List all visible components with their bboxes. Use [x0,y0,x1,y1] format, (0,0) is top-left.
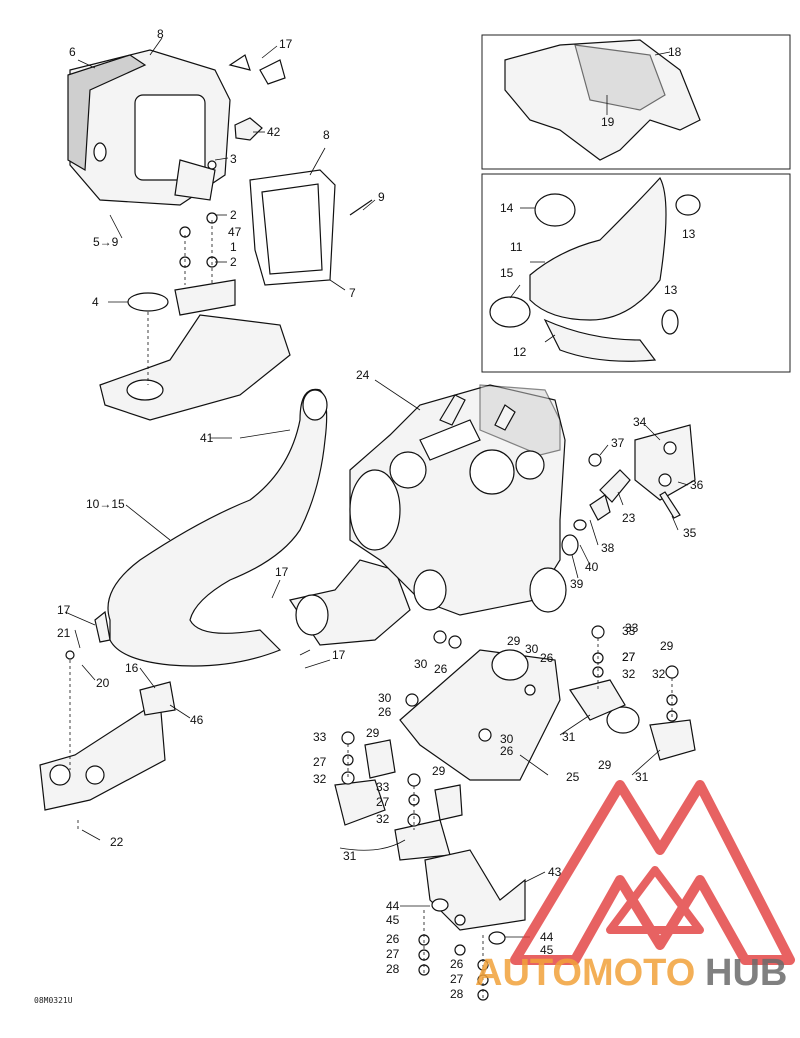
watermark-text: AUTOMOTO HUB [475,952,787,994]
callout-26: 26 [500,744,514,758]
callout-17: 17 [279,37,293,51]
inset-panel-lower [481,173,791,373]
callout-36: 36 [690,478,704,492]
callout-17: 17 [332,648,346,662]
callout-44: 44 [386,899,400,913]
watermark-logo [510,780,795,965]
callout-8: 8 [323,128,330,142]
callout-33: 33 [622,624,636,638]
callout-25: 25 [566,770,580,784]
callout-labels: 6 8 17 42 3 2 47 1 2 8 9 7 5→9 4 18 19 1… [57,27,704,1001]
callout-3: 3 [230,152,237,166]
callout-32: 32 [376,812,390,826]
callout-20: 20 [96,676,110,690]
callout-31: 31 [562,730,576,744]
side-bracket-assembly [561,424,696,556]
callout-16: 16 [125,661,139,675]
callout-30: 30 [414,657,428,671]
callout-30: 30 [525,642,539,656]
callout-44: 44 [540,930,554,944]
callout-33: 33 [376,780,390,794]
callout-13: 13 [664,283,678,297]
callout-32: 32 [652,667,666,681]
callout-28: 28 [450,987,464,1001]
callout-10-to-15: 10→15 [86,497,125,511]
callout-13: 13 [682,227,696,241]
callout-30: 30 [378,691,392,705]
callout-23: 23 [622,511,636,525]
callout-11: 11 [510,240,523,254]
callout-35: 35 [683,526,697,540]
callout-33: 33 [625,621,639,635]
leader-lines [64,37,689,938]
inset-panel-upper [481,34,791,170]
callout-27: 27 [622,650,636,664]
callout-19: 19 [601,115,615,129]
callout-8: 8 [157,27,164,41]
callout-7: 7 [349,286,356,300]
callout-32: 32 [313,772,327,786]
callout-45: 45 [386,913,400,927]
callout-37: 37 [611,436,625,450]
callout-27: 27 [450,972,464,986]
exhaust-support-bracket [39,610,176,830]
callout-34: 34 [633,415,647,429]
callout-5-to-9: 5→9 [93,235,119,249]
callout-29: 29 [507,634,521,648]
callout-22: 22 [110,835,124,849]
callout-26: 26 [540,651,554,665]
callout-6: 6 [69,45,76,59]
callout-27: 27 [386,947,400,961]
watermark-brand-part1: AUTOMOTO [475,952,695,994]
callout-40: 40 [585,560,599,574]
callout-47: 47 [228,225,242,239]
callout-30: 30 [500,732,514,746]
callout-28: 28 [386,962,400,976]
callout-27: 27 [622,650,636,664]
callout-46: 46 [190,713,204,727]
callout-31: 31 [343,849,357,863]
callout-29: 29 [598,758,612,772]
callout-29: 29 [366,726,380,740]
callout-38: 38 [601,541,615,555]
callout-24: 24 [356,368,370,382]
callout-41: 41 [200,431,214,445]
callout-9: 9 [378,190,385,204]
callout-2: 2 [230,255,237,269]
callout-29: 29 [660,639,674,653]
callout-45: 45 [540,943,554,957]
callout-27: 27 [313,755,327,769]
callout-21: 21 [57,626,71,640]
callout-2: 2 [230,208,237,222]
engine-mount-assembly [334,625,696,1001]
callout-1: 1 [230,240,237,254]
callout-17: 17 [275,565,289,579]
callout-26: 26 [434,662,448,676]
callout-15: 15 [500,266,514,280]
callout-17: 17 [57,603,71,617]
exhaust-pipe [107,388,411,667]
callout-42: 42 [267,125,281,139]
callout-39: 39 [570,577,584,591]
callout-26: 26 [386,932,400,946]
callout-26: 26 [378,705,392,719]
callout-43: 43 [548,865,562,879]
air-silencer-assembly [67,49,373,421]
callout-26: 26 [450,957,464,971]
callout-4: 4 [92,295,99,309]
callout-12: 12 [513,345,527,359]
callout-29: 29 [432,764,446,778]
callout-33: 33 [313,730,327,744]
engine-block [349,384,567,616]
callout-18: 18 [668,45,682,59]
callout-31: 31 [635,770,649,784]
callout-27: 27 [376,795,390,809]
callout-32: 32 [622,667,636,681]
drawing-reference-code: 08M0321U [34,996,73,1005]
callout-14: 14 [500,201,514,215]
watermark-brand-part2: HUB [705,952,787,994]
